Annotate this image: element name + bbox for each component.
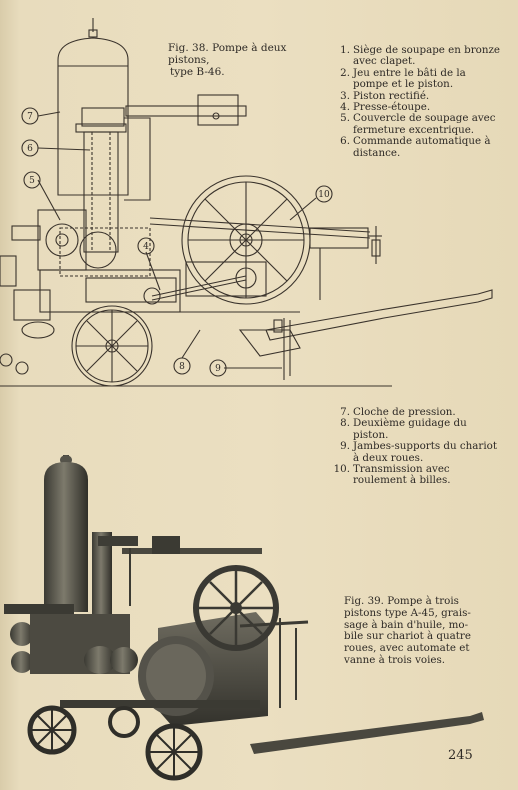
fig39-caption-line: pistons type A-45, grais-: [344, 606, 471, 619]
fig39-caption: Fig. 39. Pompe à trois pistons type A-45…: [344, 595, 474, 667]
legend-item: 7.Cloche de pression.: [340, 406, 456, 418]
legend-part-list-a: 1.Siège de soupape en bronze avec clapet…: [337, 44, 502, 159]
fig38-caption-line1: Fig. 38. Pompe à deux pistons,: [168, 42, 287, 66]
legend-item: 2.Jeu entre le bâti de la pompe et le pi…: [340, 66, 466, 91]
legend-item: 1.Siège de soupape en bronze avec clapet…: [340, 44, 501, 68]
callout-4: 4: [143, 242, 149, 252]
callout-10: 10: [318, 190, 330, 200]
legend-item: 6.Commande automatique à distance.: [340, 135, 491, 159]
fig39-caption-line: roues, avec automate et: [344, 642, 470, 655]
callout-7: 7: [27, 112, 33, 122]
callout-8: 8: [179, 362, 185, 372]
legend-item: 3.Piston rectifié.: [340, 89, 430, 102]
legend-item: 5.Couvercle de soupage avec fermeture ex…: [340, 112, 496, 136]
page-number: 245: [448, 748, 473, 763]
legend-item: 4.Presse-étoupe.: [340, 101, 431, 114]
legend-item: 8.Deuxième guidage du piston.: [340, 417, 467, 441]
fig39-caption-line: vanne à trois voies.: [344, 653, 446, 666]
legend-item: 10.Transmission avec roulement à billes.: [333, 463, 451, 487]
legend-part-list-b: 7.Cloche de pression. 8.Deuxième guidage…: [333, 406, 498, 487]
fig38-caption: Fig. 38. Pompe à deux pistons, type B-46…: [168, 42, 318, 78]
callout-9: 9: [215, 364, 221, 374]
fig39-caption-line: bile sur chariot à quatre: [344, 630, 471, 643]
callout-5: 5: [29, 176, 35, 186]
legend-item: 9.Jambes-supports du chariot à deux roue…: [340, 440, 497, 464]
fig38-caption-line2: type B-46.: [170, 66, 225, 78]
fig39-caption-line: Fig. 39. Pompe à trois: [344, 595, 459, 607]
callout-6: 6: [27, 144, 33, 154]
fig39-caption-line: sage à bain d'huile, mo-: [344, 618, 469, 631]
